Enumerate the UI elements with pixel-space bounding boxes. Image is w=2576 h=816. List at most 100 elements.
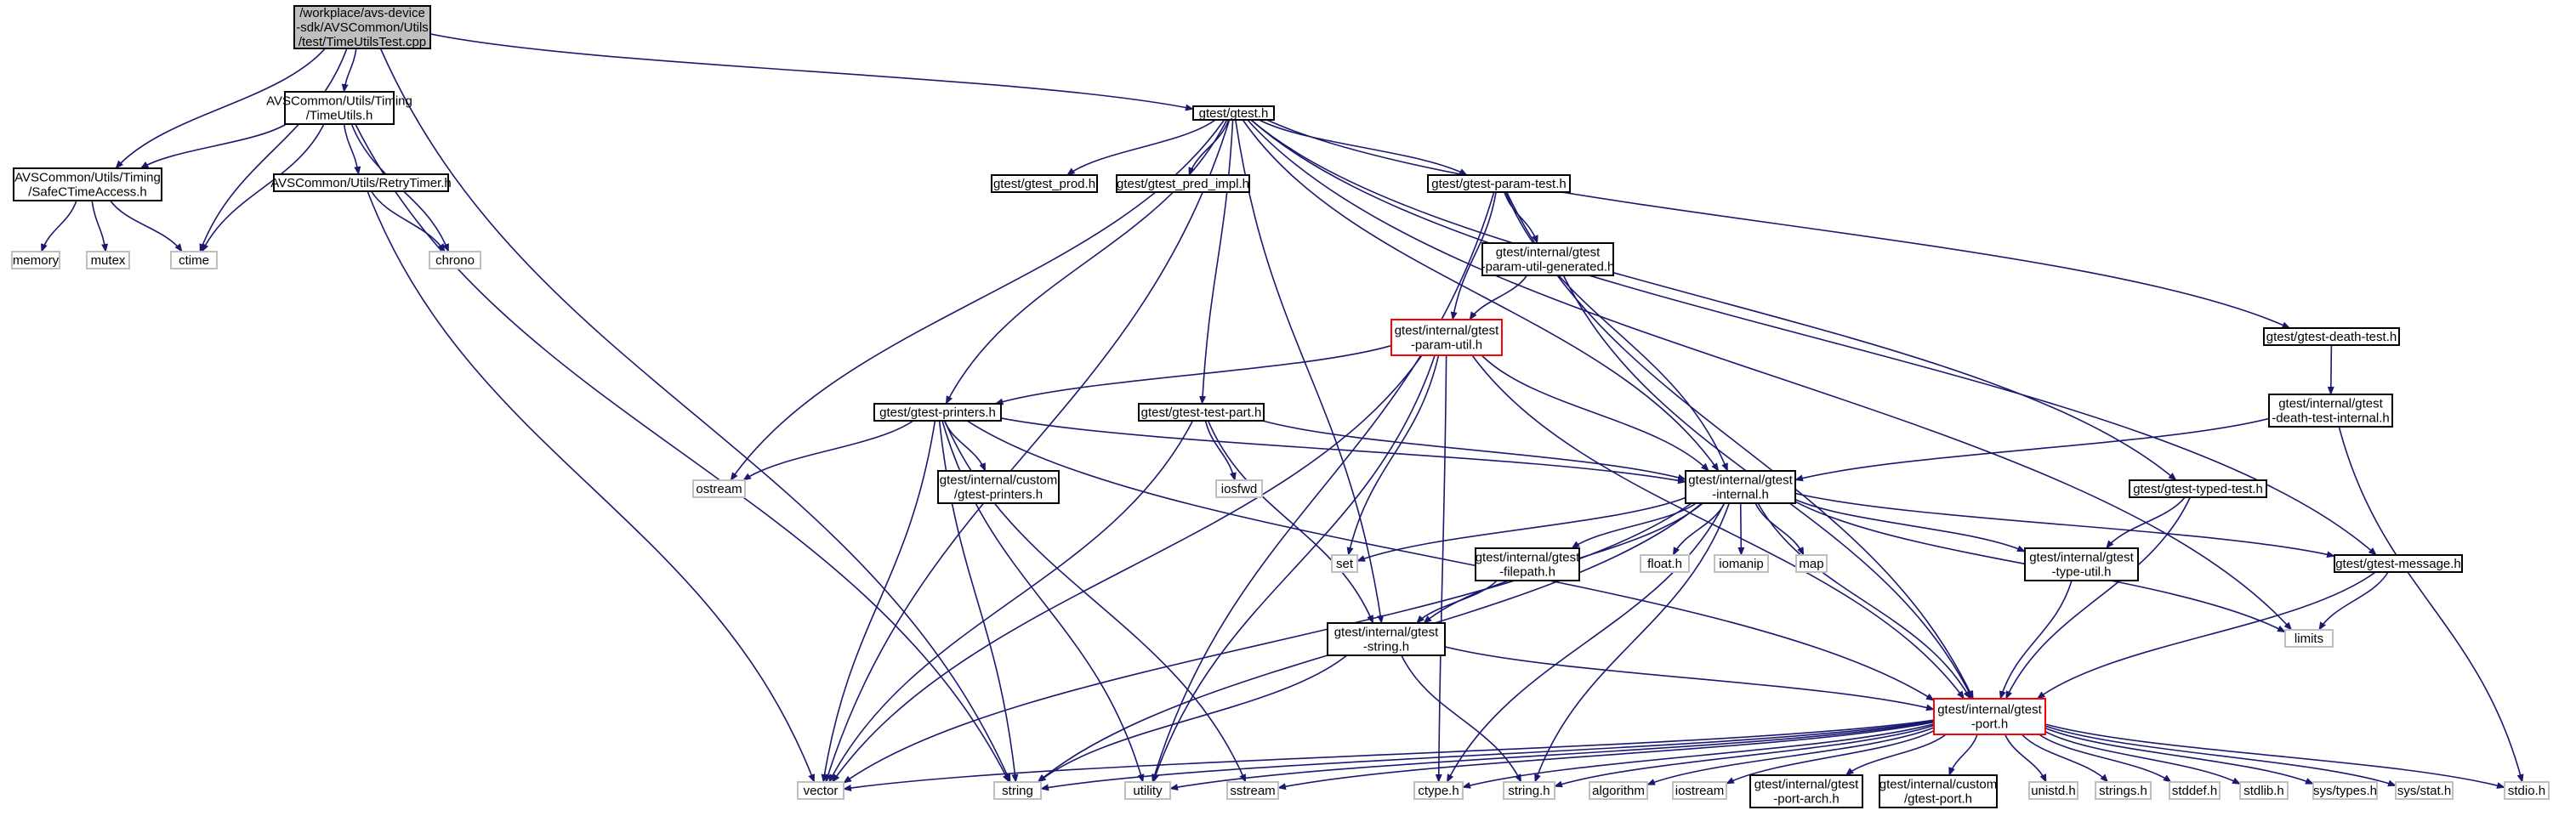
edge-test_part-to-vector [828, 420, 1194, 783]
node-box [1481, 242, 1614, 276]
node-ostream: ostream [692, 479, 746, 498]
node-label: ctime [179, 253, 209, 268]
node-iomanip: iomanip [1714, 554, 1769, 573]
node-message[interactable]: gtest/gtest-message.h [2334, 554, 2463, 573]
edge-gstring-to-port [1444, 646, 1935, 711]
node-label: set [1336, 557, 1354, 571]
node-label: sstream [1230, 784, 1275, 798]
edge-port-to-string [1040, 720, 1935, 791]
edge-port-to-vector [843, 719, 1935, 791]
node-death_test_internal[interactable]: gtest/internal/gtest-death-test-internal… [2268, 394, 2393, 428]
node-label: gtest/gtest-printers.h [879, 405, 996, 420]
node-label: gtest/internal/gtest [2278, 396, 2383, 411]
node-label: -sdk/AVSCommon/Utils [296, 20, 429, 35]
node-safectime[interactable]: AVSCommon/Utils/Timing/SafeCTimeAccess.h [13, 167, 162, 201]
node-box [1331, 554, 1358, 573]
node-custom_printers[interactable]: gtest/internal/custom/gtest-printers.h [937, 470, 1060, 504]
node-box [797, 781, 844, 800]
node-algorithm: algorithm [1589, 781, 1648, 800]
node-box [1589, 781, 1648, 800]
node-test_part[interactable]: gtest/gtest-test-part.h [1138, 403, 1265, 422]
edge-port-to-stdlib [2044, 730, 2241, 785]
node-gtest_pred_impl[interactable]: gtest/gtest_pred_impl.h [1116, 174, 1250, 193]
edge-gtest-to-gtest_prod [1066, 119, 1216, 176]
node-box [2169, 781, 2221, 800]
node-chrono: chrono [429, 251, 481, 269]
node-type_util[interactable]: gtest/internal/gtest-type-util.h [2024, 547, 2139, 581]
node-strings_h: strings.h [2095, 781, 2152, 800]
node-label: gtest/gtest_prod.h [993, 177, 1095, 191]
node-box [1327, 622, 1446, 656]
node-label: gtest/gtest-test-part.h [1141, 405, 1262, 420]
edge-printers-to-port [966, 420, 1935, 701]
node-param_util[interactable]: gtest/internal/gtest-param-util.h [1390, 319, 1503, 356]
node-box [1192, 105, 1275, 121]
node-box [2312, 781, 2378, 800]
node-port[interactable]: gtest/internal/gtest-port.h [1933, 698, 2046, 735]
node-box [1413, 781, 1464, 800]
node-timeutils[interactable]: AVSCommon/Utils/Timing/TimeUtils.h [266, 91, 412, 125]
edge-param_util-to-ctype_h [1435, 354, 1447, 783]
edge-internal-to-type_util [1794, 498, 2026, 552]
node-box [1116, 174, 1250, 193]
edge-gtest-to-vector [824, 119, 1231, 783]
edge-gstring-to-string [1038, 654, 1348, 783]
edge-internal-to-string_h [1534, 502, 1731, 783]
node-custom_port[interactable]: gtest/internal/custom/gtest-port.h [1879, 774, 1998, 808]
node-box [937, 470, 1060, 504]
node-gtest_prod[interactable]: gtest/gtest_prod.h [991, 174, 1098, 193]
node-label: gtest/gtest_pred_impl.h [1117, 177, 1249, 191]
node-float_h: float.h [1640, 554, 1690, 573]
edge-death_test_internal-to-stdio [2338, 426, 2524, 783]
edge-internal-to-filepath [1571, 502, 1697, 549]
node-box [1427, 174, 1571, 193]
node-label: /workplace/avs-device [299, 6, 425, 20]
node-label: -string.h [1363, 639, 1409, 654]
node-root[interactable]: /workplace/avs-device-sdk/AVSCommon/Util… [293, 5, 431, 49]
edge-timeutils-to-ctime [201, 123, 325, 252]
node-box [1749, 774, 1863, 808]
node-port_arch[interactable]: gtest/internal/gtest-port-arch.h [1749, 774, 1863, 808]
node-box [2263, 327, 2400, 346]
node-box [2504, 781, 2550, 800]
node-label: gtest/internal/gtest [1334, 625, 1439, 639]
node-box [1879, 774, 1998, 808]
node-label: gtest/internal/gtest [1395, 323, 1499, 337]
node-set: set [1331, 554, 1358, 573]
node-printers[interactable]: gtest/gtest-printers.h [873, 403, 1002, 422]
node-box [1215, 479, 1263, 498]
edge-param_test-to-port [1505, 191, 1974, 700]
edge-layer [41, 33, 2524, 791]
edge-timeutils-to-retrytimer [343, 123, 361, 175]
node-box [13, 167, 162, 201]
edge-gtest-to-message [1250, 119, 2377, 556]
node-box [1475, 547, 1580, 581]
node-filepath[interactable]: gtest/internal/gtest-filepath.h [1475, 547, 1580, 581]
node-label: string [1002, 784, 1033, 798]
edge-filepath-to-gstring [1416, 580, 1498, 624]
node-label: strings.h [2099, 784, 2147, 798]
edge-root-to-ctime [199, 48, 348, 252]
node-retrytimer[interactable]: AVSCommon/Utils/RetryTimer.h [270, 173, 452, 192]
node-label: stddef.h [2172, 784, 2217, 798]
node-box [2129, 479, 2267, 498]
node-internal[interactable]: gtest/internal/gtest-internal.h [1685, 470, 1796, 504]
node-typed_test[interactable]: gtest/gtest-typed-test.h [2129, 479, 2267, 498]
node-box [692, 479, 746, 498]
edge-gtest-to-test_part [1199, 119, 1234, 405]
edge-gtest-to-typed_test [1250, 119, 2177, 481]
node-param_test[interactable]: gtest/gtest-param-test.h [1427, 174, 1571, 193]
node-unistd: unistd.h [2028, 781, 2078, 800]
node-mutex: mutex [86, 251, 130, 269]
node-death_test[interactable]: gtest/gtest-death-test.h [2263, 327, 2400, 346]
node-sys_types: sys/types.h [2312, 781, 2378, 800]
edge-port-to-string_h [1554, 724, 1935, 788]
node-gstring[interactable]: gtest/internal/gtest-string.h [1327, 622, 1446, 656]
edge-test_part-to-internal [1262, 420, 1686, 481]
node-box [2334, 554, 2463, 573]
node-gtest[interactable]: gtest/gtest.h [1192, 105, 1275, 121]
node-param_util_gen[interactable]: gtest/internal/gtest-param-util-generate… [1481, 242, 1615, 276]
node-iostream: iostream [1672, 781, 1727, 800]
edge-param_util-to-vector [832, 354, 1423, 783]
